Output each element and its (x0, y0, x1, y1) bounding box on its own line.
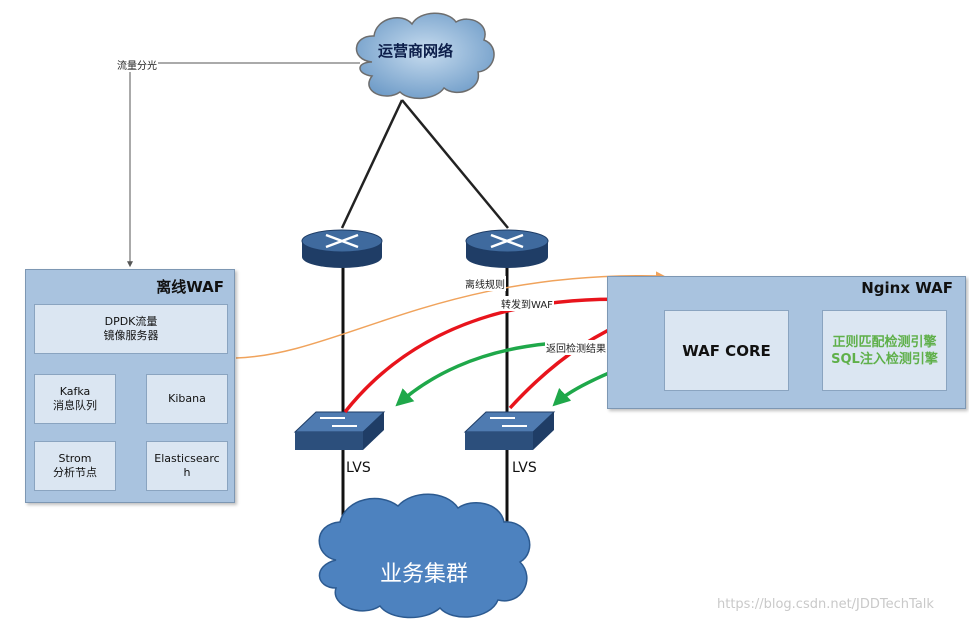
storm-node: Strom 分析节点 (34, 441, 116, 491)
detection-engines: 正则匹配检测引擎 SQL注入检测引擎 (822, 310, 947, 391)
offline-waf-title: 离线WAF (156, 278, 224, 296)
dpdk-mirror-server: DPDK流量 镜像服务器 (34, 304, 228, 354)
router-icon-left (301, 229, 383, 268)
forward-to-waf-label: 转发到WAF (500, 296, 554, 311)
isp-cloud (355, 12, 495, 100)
cluster-cloud (318, 493, 531, 619)
nginx-waf-title: Nginx WAF (861, 279, 953, 297)
router-icon-right (465, 229, 549, 268)
offline-rules-label: 离线规则 (464, 276, 506, 291)
offline-rules-connector (235, 271, 665, 359)
kafka-queue: Kafka 消息队列 (34, 374, 116, 424)
switch-icon-left (293, 411, 386, 450)
elasticsearch-node: Elasticsearc h (146, 441, 228, 491)
traffic-split-label: 流量分光 (116, 57, 158, 72)
return-result-label: 返回检测结果 (545, 340, 607, 355)
switch-icon-right (463, 411, 556, 450)
cluster-cloud-label: 业务集群 (380, 562, 469, 587)
link-cloud-router-right (401, 99, 509, 229)
lvs-left-label: LVS (346, 460, 371, 476)
isp-cloud-label: 运营商网络 (378, 42, 454, 60)
offline-waf-panel: 离线WAF DPDK流量 镜像服务器 Kafka 消息队列 Kibana Str… (25, 269, 235, 503)
nginx-waf-panel: Nginx WAF WAF CORE 正则匹配检测引擎 SQL注入检测引擎 (607, 276, 966, 409)
kibana-node: Kibana (146, 374, 228, 424)
waf-core: WAF CORE (664, 310, 789, 391)
lvs-right-label: LVS (512, 460, 537, 476)
link-cloud-router-left (340, 99, 404, 229)
watermark: https://blog.csdn.net/JDDTechTalk (717, 597, 934, 612)
